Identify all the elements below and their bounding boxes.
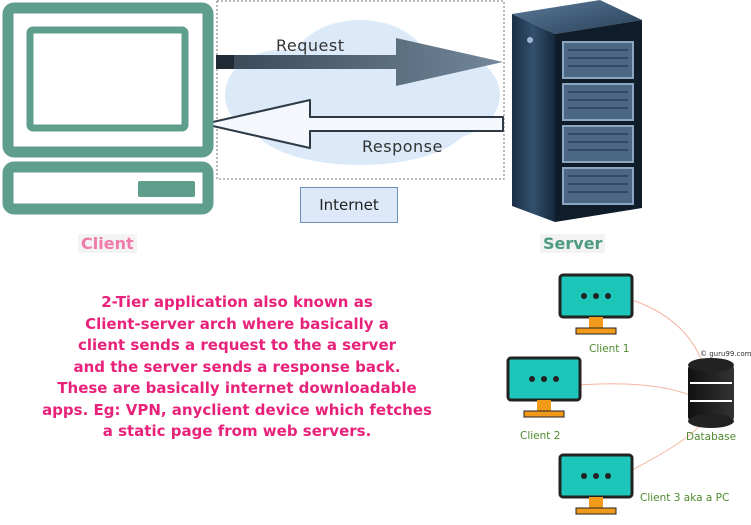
- mini-client-1-icon: [558, 273, 634, 335]
- server-tower-icon: [512, 0, 642, 222]
- copyright-text: © guru99.com: [700, 350, 751, 358]
- request-arrow-cap: [216, 55, 234, 69]
- database-icon: [688, 358, 734, 428]
- client-label: Client: [78, 234, 137, 253]
- client-1-label: Client 1: [589, 343, 630, 355]
- internet-region: [216, 0, 505, 180]
- internet-box: Internet: [300, 187, 398, 223]
- mini-client-3-icon: [558, 453, 634, 515]
- response-label: Response: [362, 137, 443, 156]
- response-arrow: [203, 99, 504, 149]
- mini-client-2-icon: [506, 356, 582, 418]
- client-computer-icon: [2, 2, 214, 215]
- database-label: Database: [686, 431, 737, 443]
- description-text: 2-Tier application also known as Client-…: [42, 293, 432, 440]
- client-3-label: Client 3 aka a PC: [640, 492, 730, 504]
- disk-slot: [138, 181, 195, 197]
- request-label: Request: [276, 36, 345, 55]
- server-label: Server: [540, 234, 606, 253]
- request-arrow: [216, 38, 503, 86]
- client-2-label: Client 2: [520, 430, 561, 442]
